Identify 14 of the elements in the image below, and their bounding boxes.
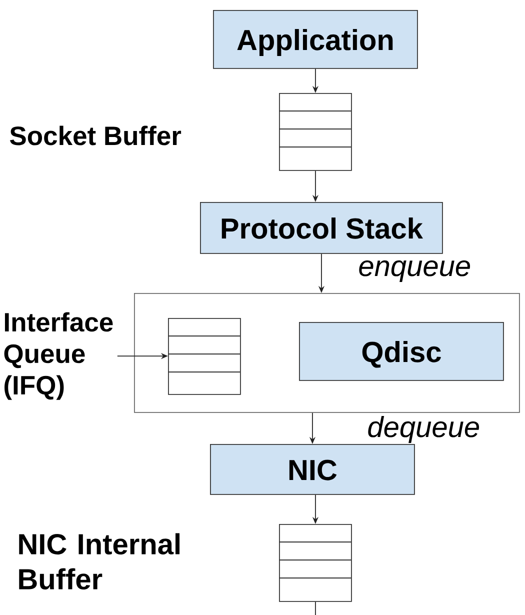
process-box: Application [213, 10, 418, 69]
queue [278, 93, 352, 171]
edge-label: dequeue [366, 415, 482, 444]
buffer-label: Socket Buffer [10, 126, 182, 146]
queue [278, 524, 352, 602]
process-box: NIC [210, 444, 415, 495]
process-box: Qdisc [299, 322, 504, 381]
process-box: Protocol Stack [200, 202, 443, 254]
edge-label: enqueue [357, 259, 472, 284]
callout-text: Interface Queue (IFQ) [4, 312, 113, 400]
buffer-label: NIC Internal Buffer [19, 533, 180, 590]
queue [168, 318, 241, 395]
container-box [134, 293, 520, 413]
line [315, 601, 316, 615]
